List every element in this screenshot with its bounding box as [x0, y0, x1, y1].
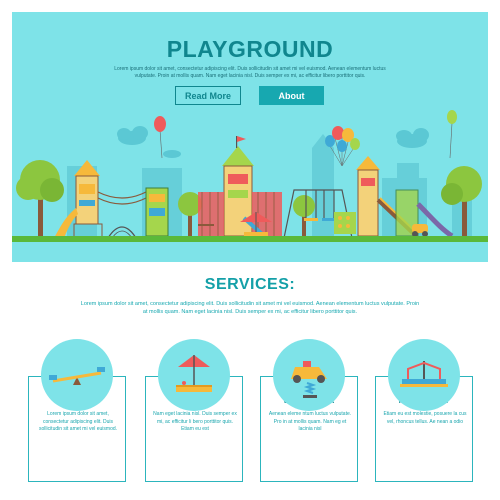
- roundabout-icon: [388, 339, 460, 411]
- card-text: Etiam eu est molestie, posuere la cus ve…: [383, 411, 467, 425]
- tower-icon: [54, 160, 103, 239]
- services-description: Lorem ipsum dolor sit amet, consectetur …: [80, 301, 420, 315]
- card-text: Aenean eleme ntum luctus vulputate. Pro …: [268, 411, 352, 432]
- about-button[interactable]: About: [259, 86, 324, 105]
- tree-icon: [16, 160, 482, 238]
- sandbox-icon: [158, 339, 230, 411]
- read-more-button[interactable]: Read More: [175, 86, 241, 105]
- services-title: SERVICES:: [204, 276, 296, 293]
- balloon-icon: [154, 110, 457, 167]
- cloud-icon: [117, 126, 429, 158]
- playground-illustration: [12, 110, 488, 262]
- hero-banner: PLAYGROUND Lorem ipsum dolor sit amet, c…: [12, 12, 488, 262]
- page-title: PLAYGROUND: [166, 36, 334, 62]
- card-text: Nam eget lacinia nisl. Duis semper ex mi…: [153, 411, 237, 432]
- card-text: Lorem ipsum dolor sit amet, consectetur …: [38, 411, 118, 432]
- spring-rider-icon: [273, 339, 345, 411]
- umbrella-icon: [240, 212, 272, 237]
- hero-subtitle: Lorem ipsum dolor sit amet, consectetur …: [114, 66, 386, 79]
- seesaw-icon: [41, 339, 113, 411]
